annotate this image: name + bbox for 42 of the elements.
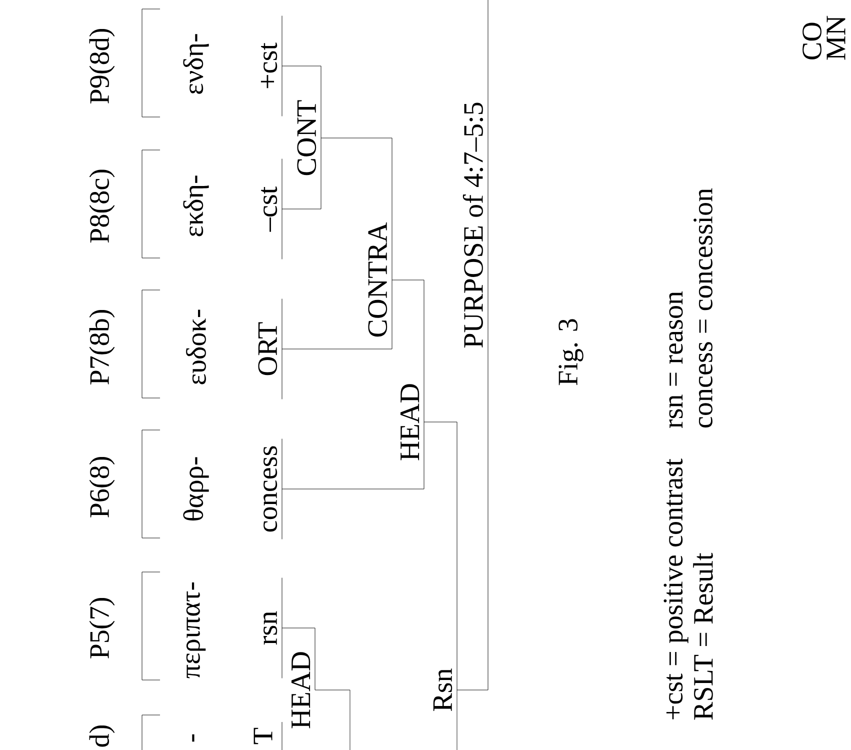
relation-label: HEAD [400,384,420,460]
role-label: +cst [260,16,282,116]
tree-line [314,690,350,750]
label: περιπατ- [186,582,206,678]
tree-line [320,138,392,280]
relation-label: PURPOSE of 4:7–5:5 [462,102,484,348]
legend-text: rsn = reason [669,291,683,428]
tree-line [424,422,458,690]
legend-text: MN [826,16,846,60]
tree-line [392,280,424,422]
label: - [192,734,194,742]
relation-label: HEAD [291,652,310,728]
legend-text: CO [802,22,822,60]
relation-label: CONT [297,100,316,176]
relation-label: CONTRA [368,222,388,337]
label: ευδοκ- [186,310,206,384]
tree-line [282,422,424,490]
label: θαρρ- [183,457,209,520]
role-label: –cst [261,158,282,260]
figure-caption: Fig. 3 [558,319,584,386]
label: P6(8) [89,457,115,518]
tree-line [456,224,488,690]
tree-line [456,690,458,750]
legend-text: RSLT = Result [693,552,713,720]
legend-text: concess = concession [694,188,712,428]
label: P9(8d) [89,28,115,104]
label: T [254,722,282,750]
tree-line [282,66,322,138]
label: P8(8c) [89,170,115,243]
legend-text: +cst = positive contrast [664,458,688,720]
label: P5(7) [89,598,115,658]
role-label: rsn [264,578,282,678]
role-label: concess [264,438,282,540]
tree-line [282,628,316,690]
label: d) [89,726,115,747]
label: ενδη- [183,34,209,94]
label: εκδη- [183,176,209,236]
tree-line [282,138,322,210]
relation-label: Rsn [433,668,452,712]
label: P7(8b) [89,310,115,384]
role-label: ORT [258,298,282,400]
tree-line [282,280,392,350]
